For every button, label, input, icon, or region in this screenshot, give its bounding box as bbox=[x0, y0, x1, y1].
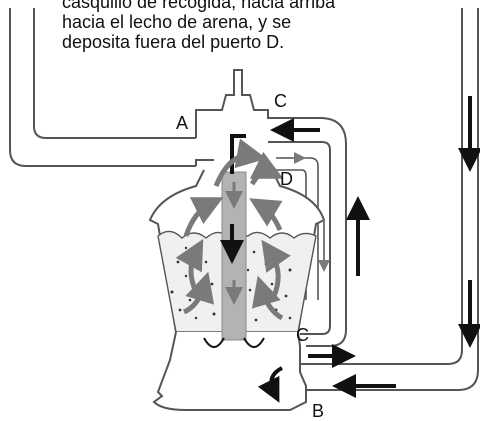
valve-head bbox=[195, 69, 347, 347]
flow-arrows-dark bbox=[220, 96, 480, 403]
inlet-pipe-a bbox=[9, 8, 196, 167]
caption-line-3: deposita fuera del puerto D. bbox=[62, 32, 285, 52]
label-port-d: D bbox=[280, 169, 293, 189]
label-port-b: B bbox=[312, 401, 325, 421]
label-port-a: A bbox=[176, 113, 189, 133]
label-port-c-bottom: C bbox=[296, 325, 309, 345]
lateral-hub bbox=[203, 337, 265, 348]
caption-line-1: casquillo de recogida, hacia arriba bbox=[62, 0, 336, 12]
flow-arrows-thin-gray bbox=[282, 152, 330, 272]
flow-arrows-gray bbox=[175, 138, 291, 321]
port-d-channel bbox=[276, 157, 319, 300]
valve-head-inner bbox=[195, 141, 331, 335]
caption: casquillo de recogida, hacia arriba haci… bbox=[62, 0, 422, 52]
tank-base bbox=[152, 331, 307, 411]
external-return-pipe bbox=[300, 8, 479, 391]
caption-line-2: hacia el lecho de arena, y se bbox=[62, 12, 292, 32]
label-port-c-top: C bbox=[274, 91, 287, 111]
